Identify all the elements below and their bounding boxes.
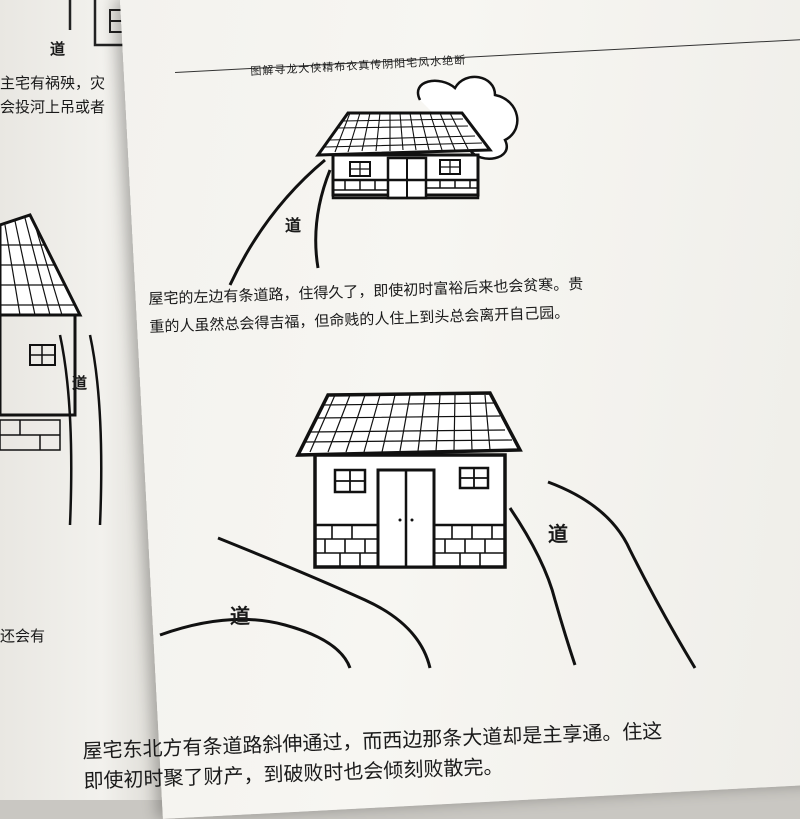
- figure-2-house-two-roads: [159, 391, 697, 669]
- figure-2-road-label-left: 道: [230, 604, 250, 628]
- left-page-text-line-2: 会投河上吊或者: [0, 98, 106, 116]
- figure-1-house-road-left: [228, 75, 519, 286]
- left-page-bottom-text: 还会有: [0, 627, 46, 645]
- left-page-road-label: 道: [72, 374, 88, 392]
- figure-2-road-label-right: 道: [548, 522, 568, 546]
- figure-1-road-label: 道: [285, 216, 302, 235]
- left-page-house-illustration: [0, 213, 103, 526]
- left-page-top-road-label: 道: [50, 40, 66, 58]
- left-page-text-line-1: 主宅有祸殃，灾: [0, 74, 106, 92]
